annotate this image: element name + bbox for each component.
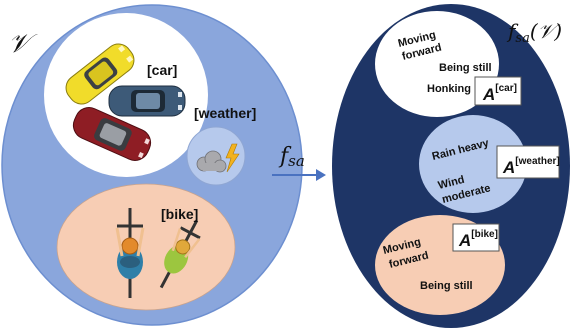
car-action-box: A[car] [474, 76, 522, 106]
car-action-box-label: A[car] [482, 83, 517, 104]
car-action-ellipse [375, 11, 499, 117]
weather-action-box-label: A[weather] [502, 156, 560, 177]
bike-entity: [bike] [56, 183, 236, 311]
car-entity: [car] [44, 13, 208, 177]
lightning-icon [225, 143, 240, 173]
weather-entity: [weather] [186, 105, 256, 186]
left-set-symbol: 𝒱 [8, 29, 38, 59]
weather-action-box: A[weather] [496, 145, 560, 179]
bike-circle [56, 183, 236, 311]
yellow-car-icon [65, 43, 135, 105]
bike-label: [bike] [161, 206, 198, 222]
right-set-label: fsa(𝒱) [506, 19, 562, 46]
bike-action-being-still: Being still [420, 280, 473, 292]
car-label: [car] [147, 62, 177, 78]
car-action-set: Moving forward Being still Honking A[car… [375, 11, 522, 117]
bike-action-box-label: A[bike] [458, 229, 498, 250]
weather-label: [weather] [194, 105, 256, 121]
bike-action-box: A[bike] [452, 223, 500, 252]
bike-action-set: Moving forward Being still A[bike] [375, 215, 505, 315]
weather-action-ellipse [419, 115, 527, 213]
weather-action-set: Rain heavy Wind moderate A[weather] [419, 115, 560, 213]
right-set: fsa(𝒱) Moving forward Being still Honkin… [332, 4, 570, 328]
cloud-icon [196, 150, 227, 173]
red-car-icon [72, 107, 152, 161]
car-action-being-still: Being still [439, 62, 492, 74]
cyclist-icon-1 [115, 208, 145, 298]
car-action-honking: Honking [427, 83, 471, 95]
left-set: 𝒱 [1, 4, 303, 326]
cyclist-icon-2 [159, 219, 201, 289]
arrow-head-icon [316, 169, 326, 181]
blue-car-icon [108, 85, 186, 117]
